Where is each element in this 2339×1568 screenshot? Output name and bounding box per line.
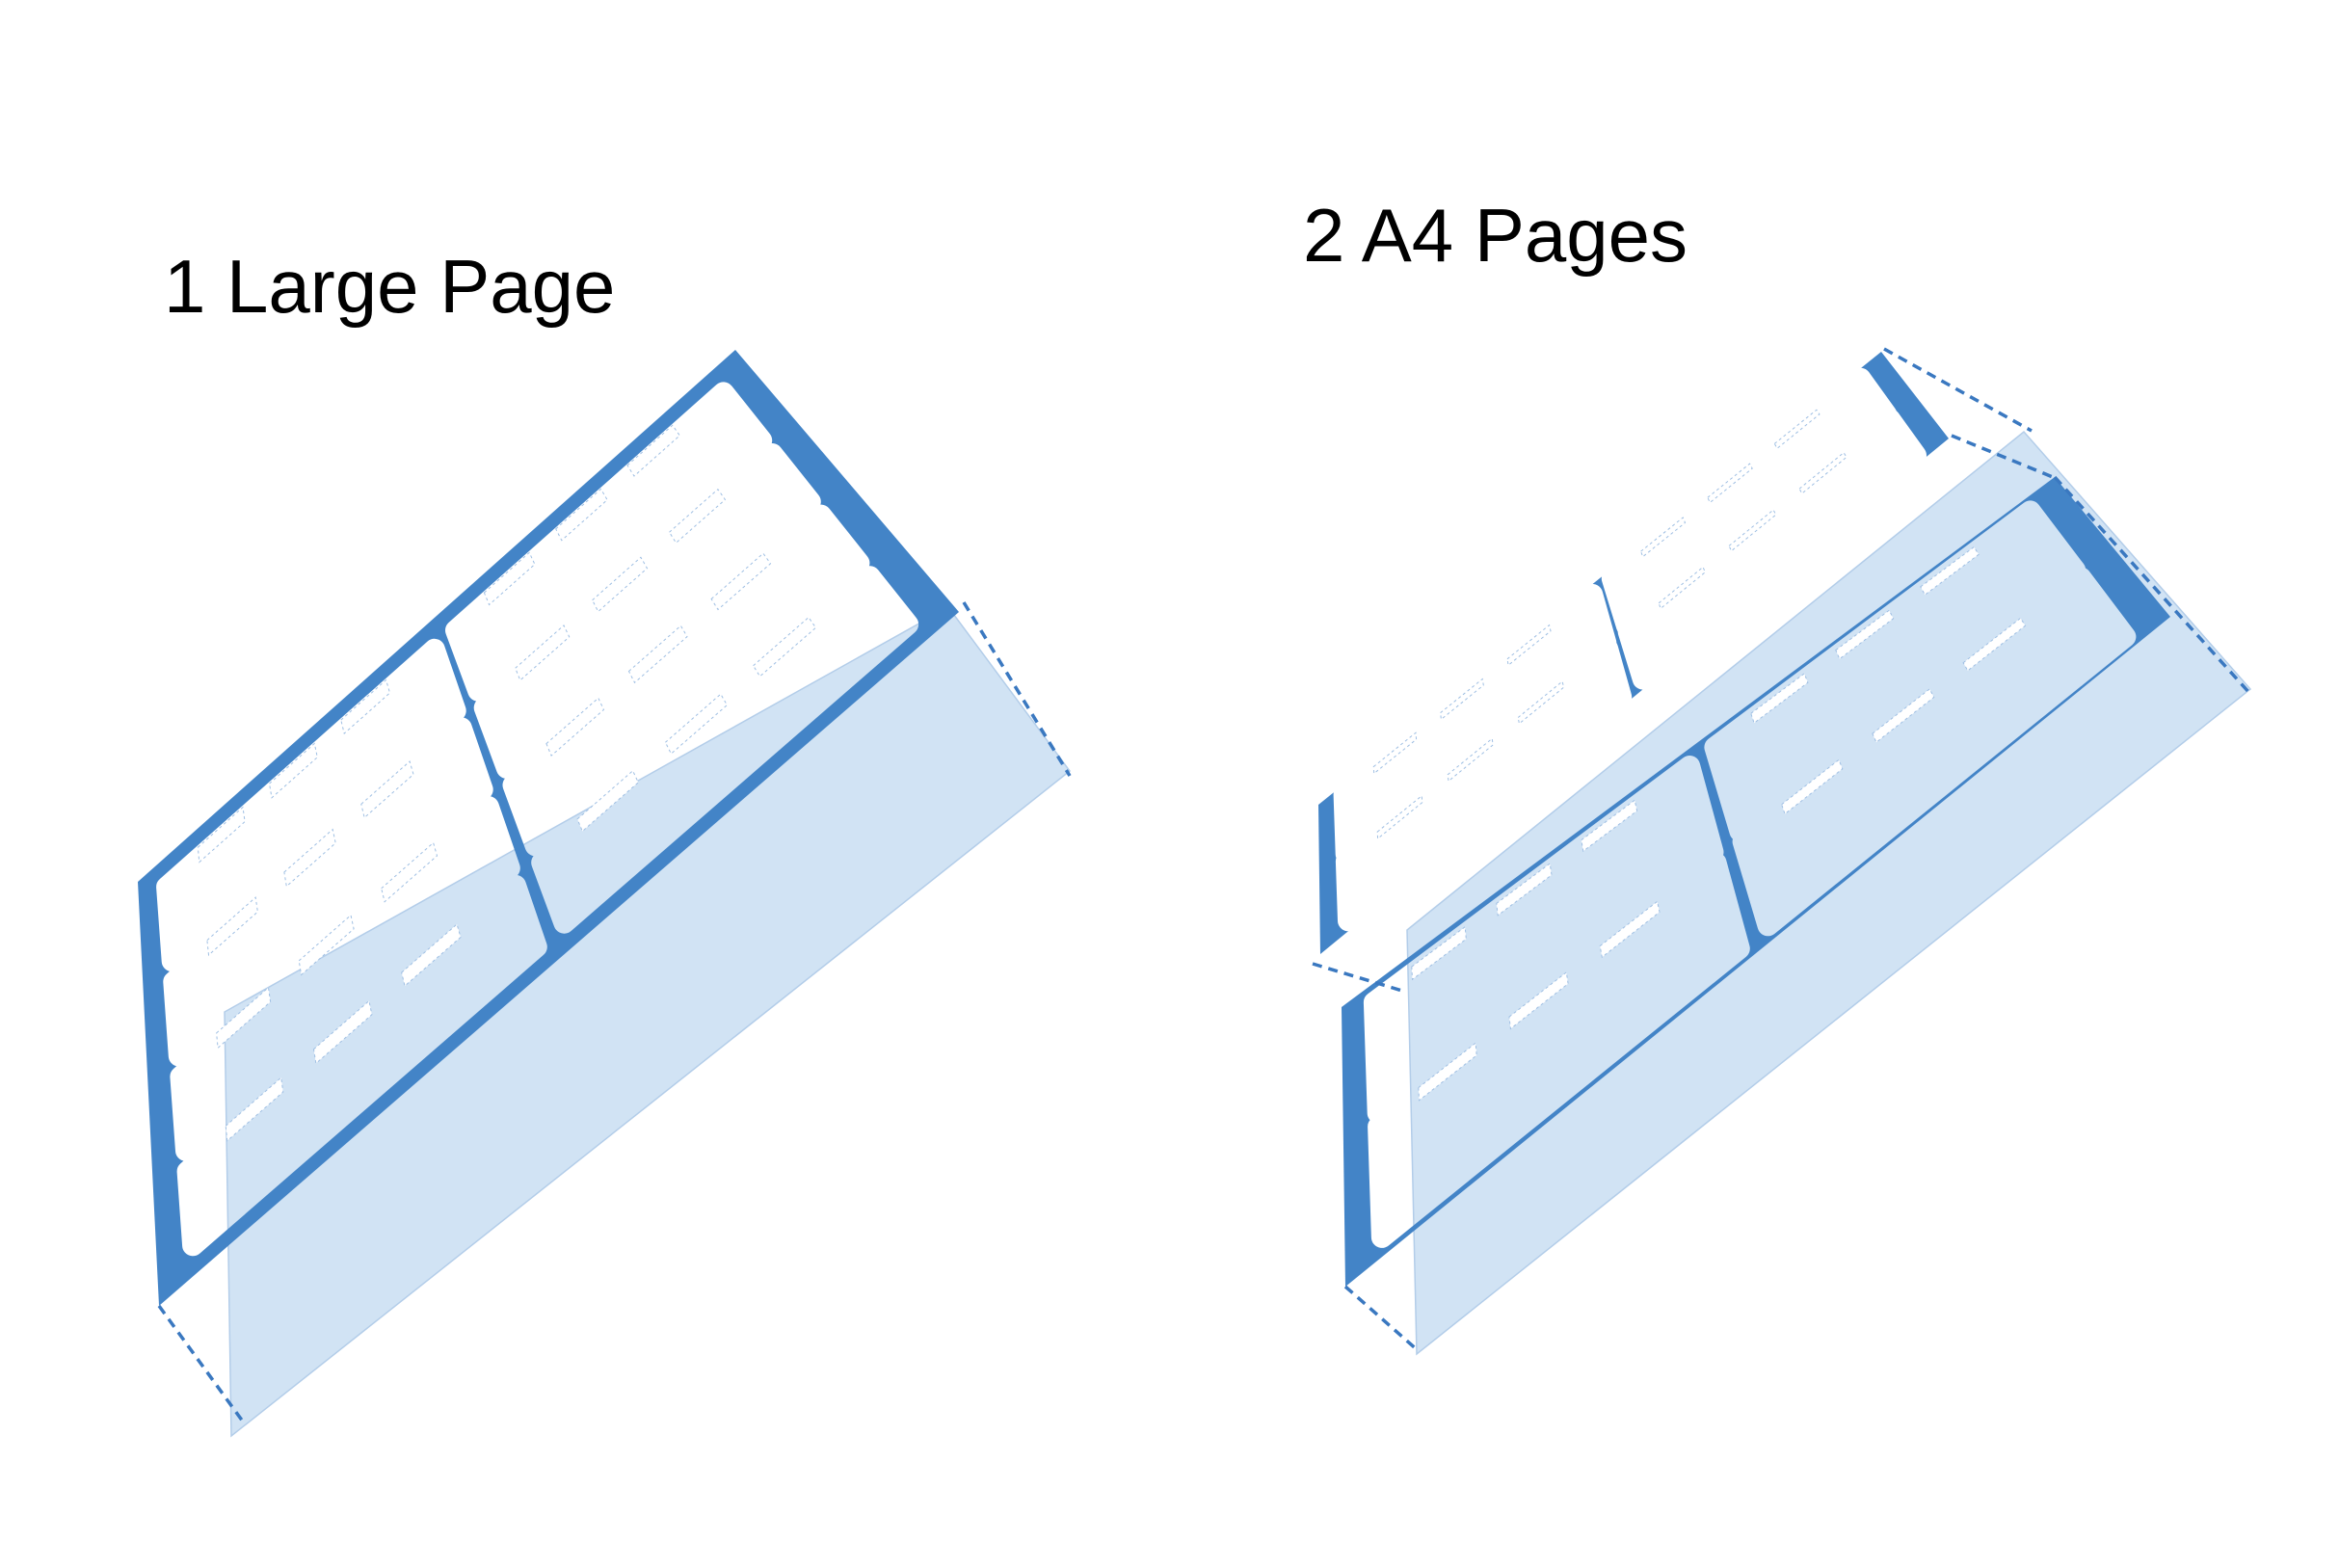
a4-bottom-tab xyxy=(1508,970,1569,1030)
large-tab xyxy=(515,625,571,681)
a4-pages-group xyxy=(1312,347,2252,1356)
large-page-title: 1 Large Page xyxy=(164,244,616,329)
large-tab xyxy=(225,1076,284,1142)
a4-top-tab xyxy=(1658,566,1706,610)
large-tab xyxy=(483,551,536,606)
large-tab xyxy=(668,488,727,545)
large-tab xyxy=(197,806,246,864)
a4-top-tab xyxy=(1376,794,1423,840)
a4-top-tab xyxy=(1447,737,1494,783)
large-tab xyxy=(312,999,373,1065)
large-tab xyxy=(360,760,414,819)
a4-bottom-tab xyxy=(1781,758,1844,815)
a4-top-tab xyxy=(1440,678,1484,721)
large-page-frame xyxy=(138,350,959,1306)
a4-top-right-dash xyxy=(1951,434,2054,479)
a4-top-tab xyxy=(1517,680,1565,725)
a4-bottom-tab xyxy=(1496,863,1553,917)
large-tab xyxy=(340,678,391,735)
large-tab xyxy=(298,914,355,976)
large-tab xyxy=(627,625,688,684)
a4-bottom-frame xyxy=(1342,477,2170,1287)
a4-bottom-dash xyxy=(1343,1285,1421,1353)
large-tab xyxy=(555,488,608,542)
large-tab xyxy=(381,841,439,903)
a4-bottom-tab xyxy=(1411,925,1467,981)
a4-top-tab xyxy=(1773,409,1821,450)
large-page-tabs xyxy=(197,424,817,1142)
a4-top-tab xyxy=(1372,731,1418,775)
large-tab xyxy=(283,828,336,888)
a4-bottom-tab xyxy=(1920,545,1980,596)
large-tab xyxy=(576,769,639,833)
a4-tabs xyxy=(1372,409,2027,1102)
large-tab xyxy=(206,896,258,957)
a4-top-tab xyxy=(1798,451,1847,494)
a4-top-tab xyxy=(1707,463,1753,504)
a4-top-tab xyxy=(1640,517,1687,558)
large-page-group xyxy=(138,350,1072,1438)
a4-top-tab xyxy=(1506,624,1552,667)
a4-top-frame xyxy=(1318,352,1949,954)
large-tab xyxy=(752,616,817,678)
a4-top-tab xyxy=(1728,509,1777,552)
a4-bottom-tab xyxy=(1872,688,1935,743)
large-tab xyxy=(626,424,680,477)
large-page-right-dash xyxy=(962,601,1072,777)
large-tab xyxy=(268,742,318,799)
large-tab xyxy=(710,552,772,611)
large-tab xyxy=(216,986,272,1050)
a4-bottom-tab xyxy=(1835,609,1895,660)
a4-bottom-tab xyxy=(1418,1042,1477,1102)
large-tab xyxy=(545,697,605,757)
large-tab xyxy=(591,556,649,613)
large-page-bottom-dash xyxy=(157,1304,245,1423)
large-tab xyxy=(664,693,729,755)
a4-bottom-tab xyxy=(1599,900,1661,959)
a4-bottom-tab xyxy=(1581,799,1638,853)
large-tab xyxy=(401,923,462,988)
a4-bottom-tab xyxy=(1750,673,1809,725)
a4-top-dash xyxy=(1883,347,2033,433)
a4-bottom-tab xyxy=(1962,617,2027,672)
a4-pages-title: 2 A4 Pages xyxy=(1303,193,1688,278)
